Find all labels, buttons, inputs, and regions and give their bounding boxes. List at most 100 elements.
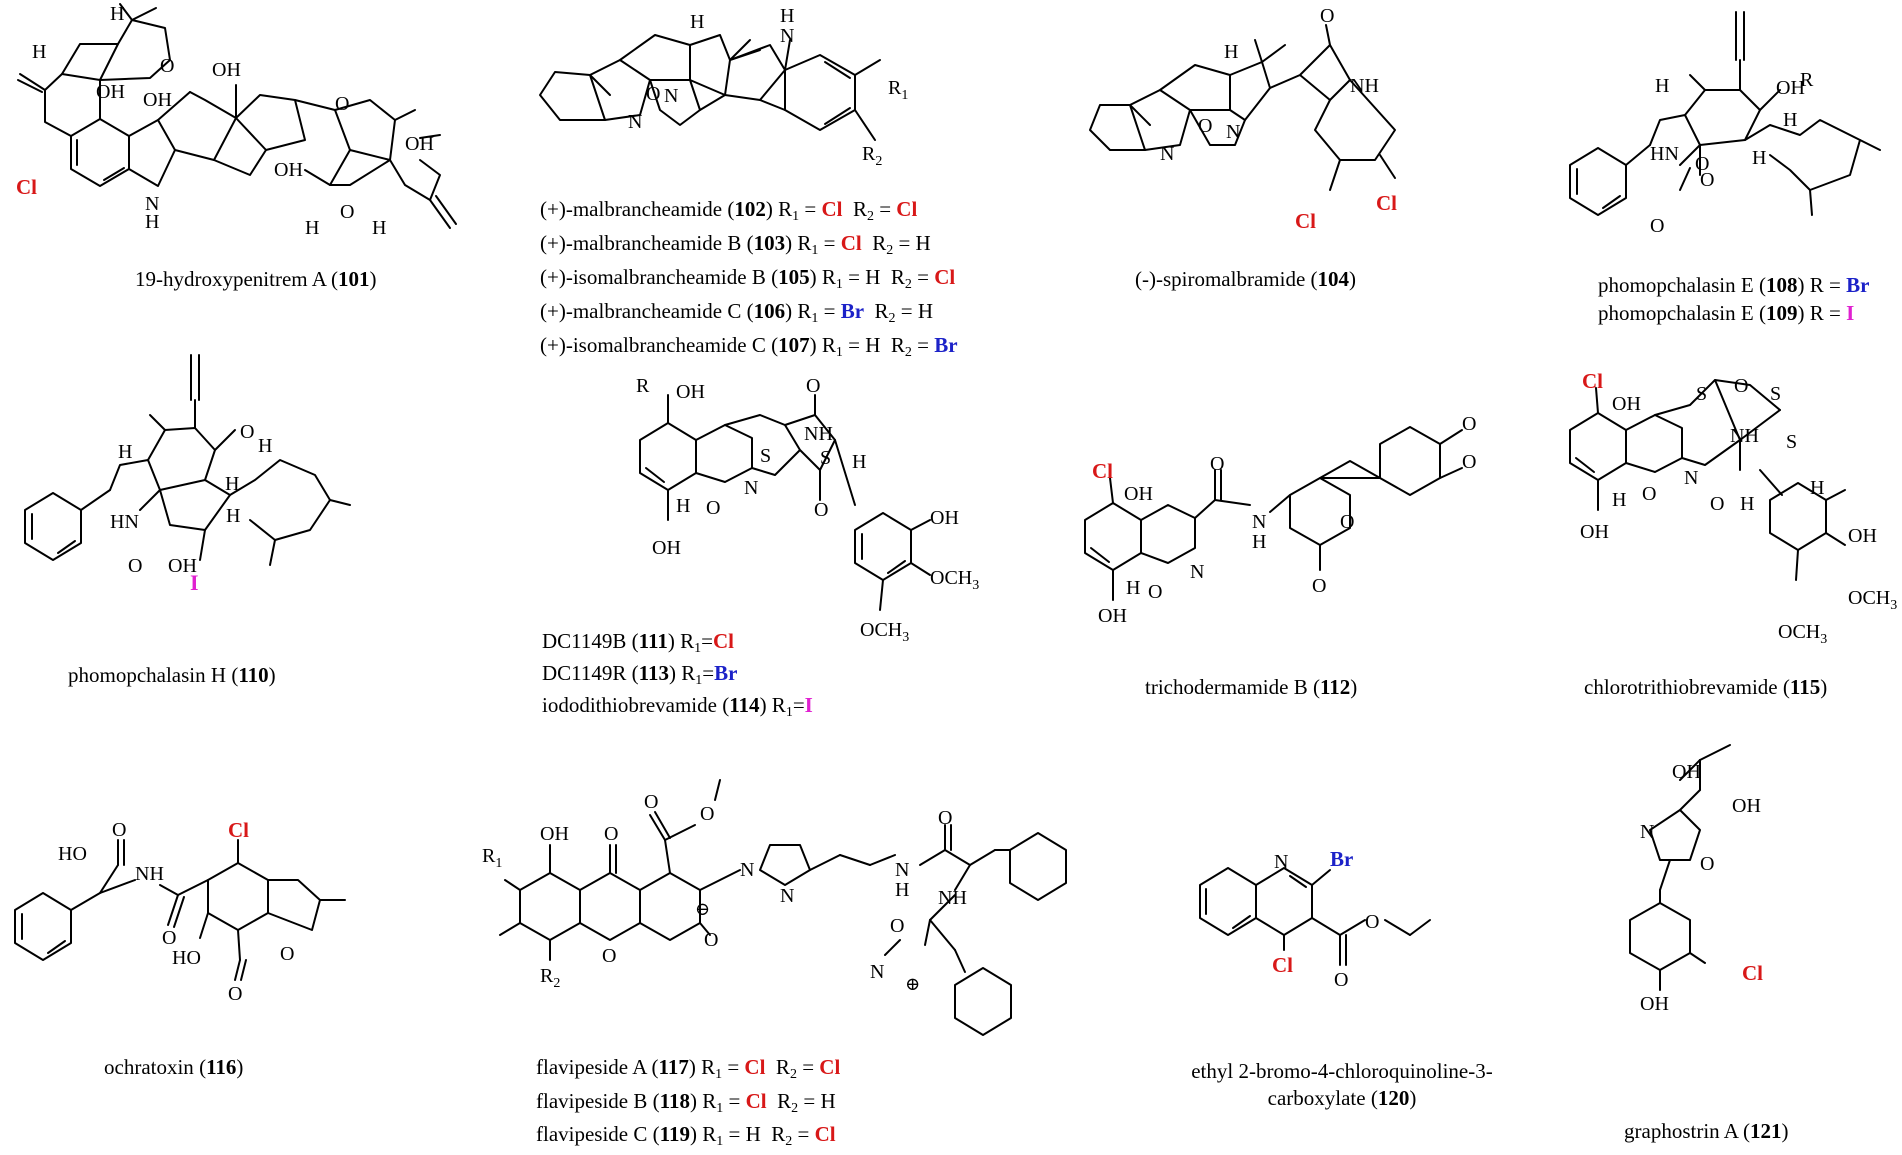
structure-120 <box>1199 867 1431 966</box>
atom-oh: OH <box>652 537 681 559</box>
atom-n: N <box>870 961 884 983</box>
atom-o: O <box>890 915 904 937</box>
atom-o: O <box>280 943 294 965</box>
atom-och3: OCH3 <box>860 619 909 645</box>
atom-o: O <box>240 421 254 443</box>
atom-h: H <box>225 473 239 495</box>
atom-h: H <box>226 505 240 527</box>
atom-n: N <box>628 111 642 133</box>
atom-r1: R1 <box>888 77 908 103</box>
atom-o: O <box>1700 853 1714 875</box>
atom-r1: R1 <box>482 845 502 871</box>
caption-121: graphostrin A (121) <box>1624 1119 1789 1143</box>
atom-s: S <box>1696 383 1707 405</box>
atom-oh: OH <box>1580 521 1609 543</box>
atom-h: H <box>258 435 272 457</box>
caption-119: flavipeside C (119) R1 = H R2 = Cl <box>536 1122 836 1149</box>
atom-cl: Cl <box>228 818 249 842</box>
caption-102: (+)-malbrancheamide (102) R1 = Cl R2 = C… <box>540 197 918 224</box>
atom-s: S <box>1786 431 1797 453</box>
atom-r2: R2 <box>540 965 560 991</box>
atom-oh: OH <box>1732 795 1761 817</box>
atom-o: O <box>1320 5 1334 27</box>
atom-och3: OCH3 <box>1778 621 1827 647</box>
caption-117: flavipeside A (117) R1 = Cl R2 = Cl <box>536 1055 841 1082</box>
atom-plus: ⊕ <box>905 974 920 994</box>
caption-120-line2: carboxylate (120) <box>1267 1086 1417 1110</box>
atom-r: R <box>636 375 650 397</box>
atom-cl: Cl <box>1376 191 1397 215</box>
atom-h: H <box>372 217 386 239</box>
atom-h: H <box>1126 577 1140 599</box>
atom-o: O <box>1642 483 1656 505</box>
atom-o: O <box>1340 511 1354 533</box>
atom-h: H <box>852 451 866 473</box>
atom-ho: HO <box>58 843 87 865</box>
caption-110: phomopchalasin H (110) <box>68 663 276 687</box>
structure-104 <box>1089 24 1396 191</box>
structure-117 <box>499 779 1067 1036</box>
atom-oh: OH <box>168 555 197 577</box>
atom-n: N <box>1640 821 1654 843</box>
atom-o: O <box>1462 413 1476 435</box>
atom-h: H <box>1252 531 1266 553</box>
atom-n: N <box>1684 467 1698 489</box>
atom-oh: OH <box>143 89 172 111</box>
atom-oh: OH <box>274 159 303 181</box>
atom-h: H <box>780 5 794 27</box>
atom-ho: HO <box>172 947 201 969</box>
atom-o: O <box>1710 493 1724 515</box>
atom-o: O <box>1695 153 1709 175</box>
atom-oh: OH <box>1672 761 1701 783</box>
structure-101 <box>17 3 457 229</box>
atom-oh: OH <box>676 381 705 403</box>
atom-r2: R2 <box>862 143 882 169</box>
atom-o: O <box>162 927 176 949</box>
atom-oh: OH <box>1098 605 1127 627</box>
atom-cl: Cl <box>1295 209 1316 233</box>
atom-n: N <box>780 885 794 907</box>
atom-h: H <box>1783 109 1797 131</box>
atom-n: N <box>744 477 758 499</box>
atom-h: H <box>1752 147 1766 169</box>
caption-107: (+)-isomalbrancheamide C (107) R1 = H R2… <box>540 333 958 360</box>
atom-n: N <box>740 859 754 881</box>
atom-cl: Cl <box>1742 961 1763 985</box>
atom-oh: OH <box>1612 393 1641 415</box>
atom-o: O <box>1198 115 1212 137</box>
atom-h: H <box>145 211 159 233</box>
atom-o: O <box>602 945 616 967</box>
structure-108 <box>1569 11 1881 216</box>
atom-hn: HN <box>110 511 139 533</box>
caption-114: iododithiobrevamide (114) R1=I <box>542 693 813 720</box>
atom-n: N <box>1226 121 1240 143</box>
atom-o: O <box>1462 451 1476 473</box>
caption-109: phomopchalasin E (109) R = I <box>1598 301 1855 325</box>
atom-oh: OH <box>96 81 125 103</box>
atom-oh: OH <box>540 823 569 845</box>
atom-och3: OCH3 <box>930 567 979 593</box>
atom-cl: Cl <box>1272 953 1293 977</box>
atom-o: O <box>814 499 828 521</box>
caption-115: chlorotrithiobrevamide (115) <box>1584 675 1828 699</box>
atom-oh: OH <box>930 507 959 529</box>
atom-o: O <box>160 55 174 77</box>
caption-101: 19-hydroxypenitrem A (101) <box>135 267 377 291</box>
atom-n: N <box>1190 561 1204 583</box>
atom-nh: NH <box>938 887 967 909</box>
structure-111 <box>639 394 931 611</box>
atom-h: H <box>1740 493 1754 515</box>
caption-108: phomopchalasin E (108) R = Br <box>1598 273 1870 297</box>
atom-o: O <box>112 819 126 841</box>
atom-n: N <box>895 859 909 881</box>
atom-o: O <box>1365 911 1379 933</box>
atom-o: O <box>228 983 242 1005</box>
atom-o: O <box>706 497 720 519</box>
atom-o: O <box>340 201 354 223</box>
atom-h: H <box>305 217 319 239</box>
atom-o: O <box>1700 169 1714 191</box>
atom-n: N <box>1160 143 1174 165</box>
atom-h: H <box>690 11 704 33</box>
atom-o: O <box>1148 581 1162 603</box>
